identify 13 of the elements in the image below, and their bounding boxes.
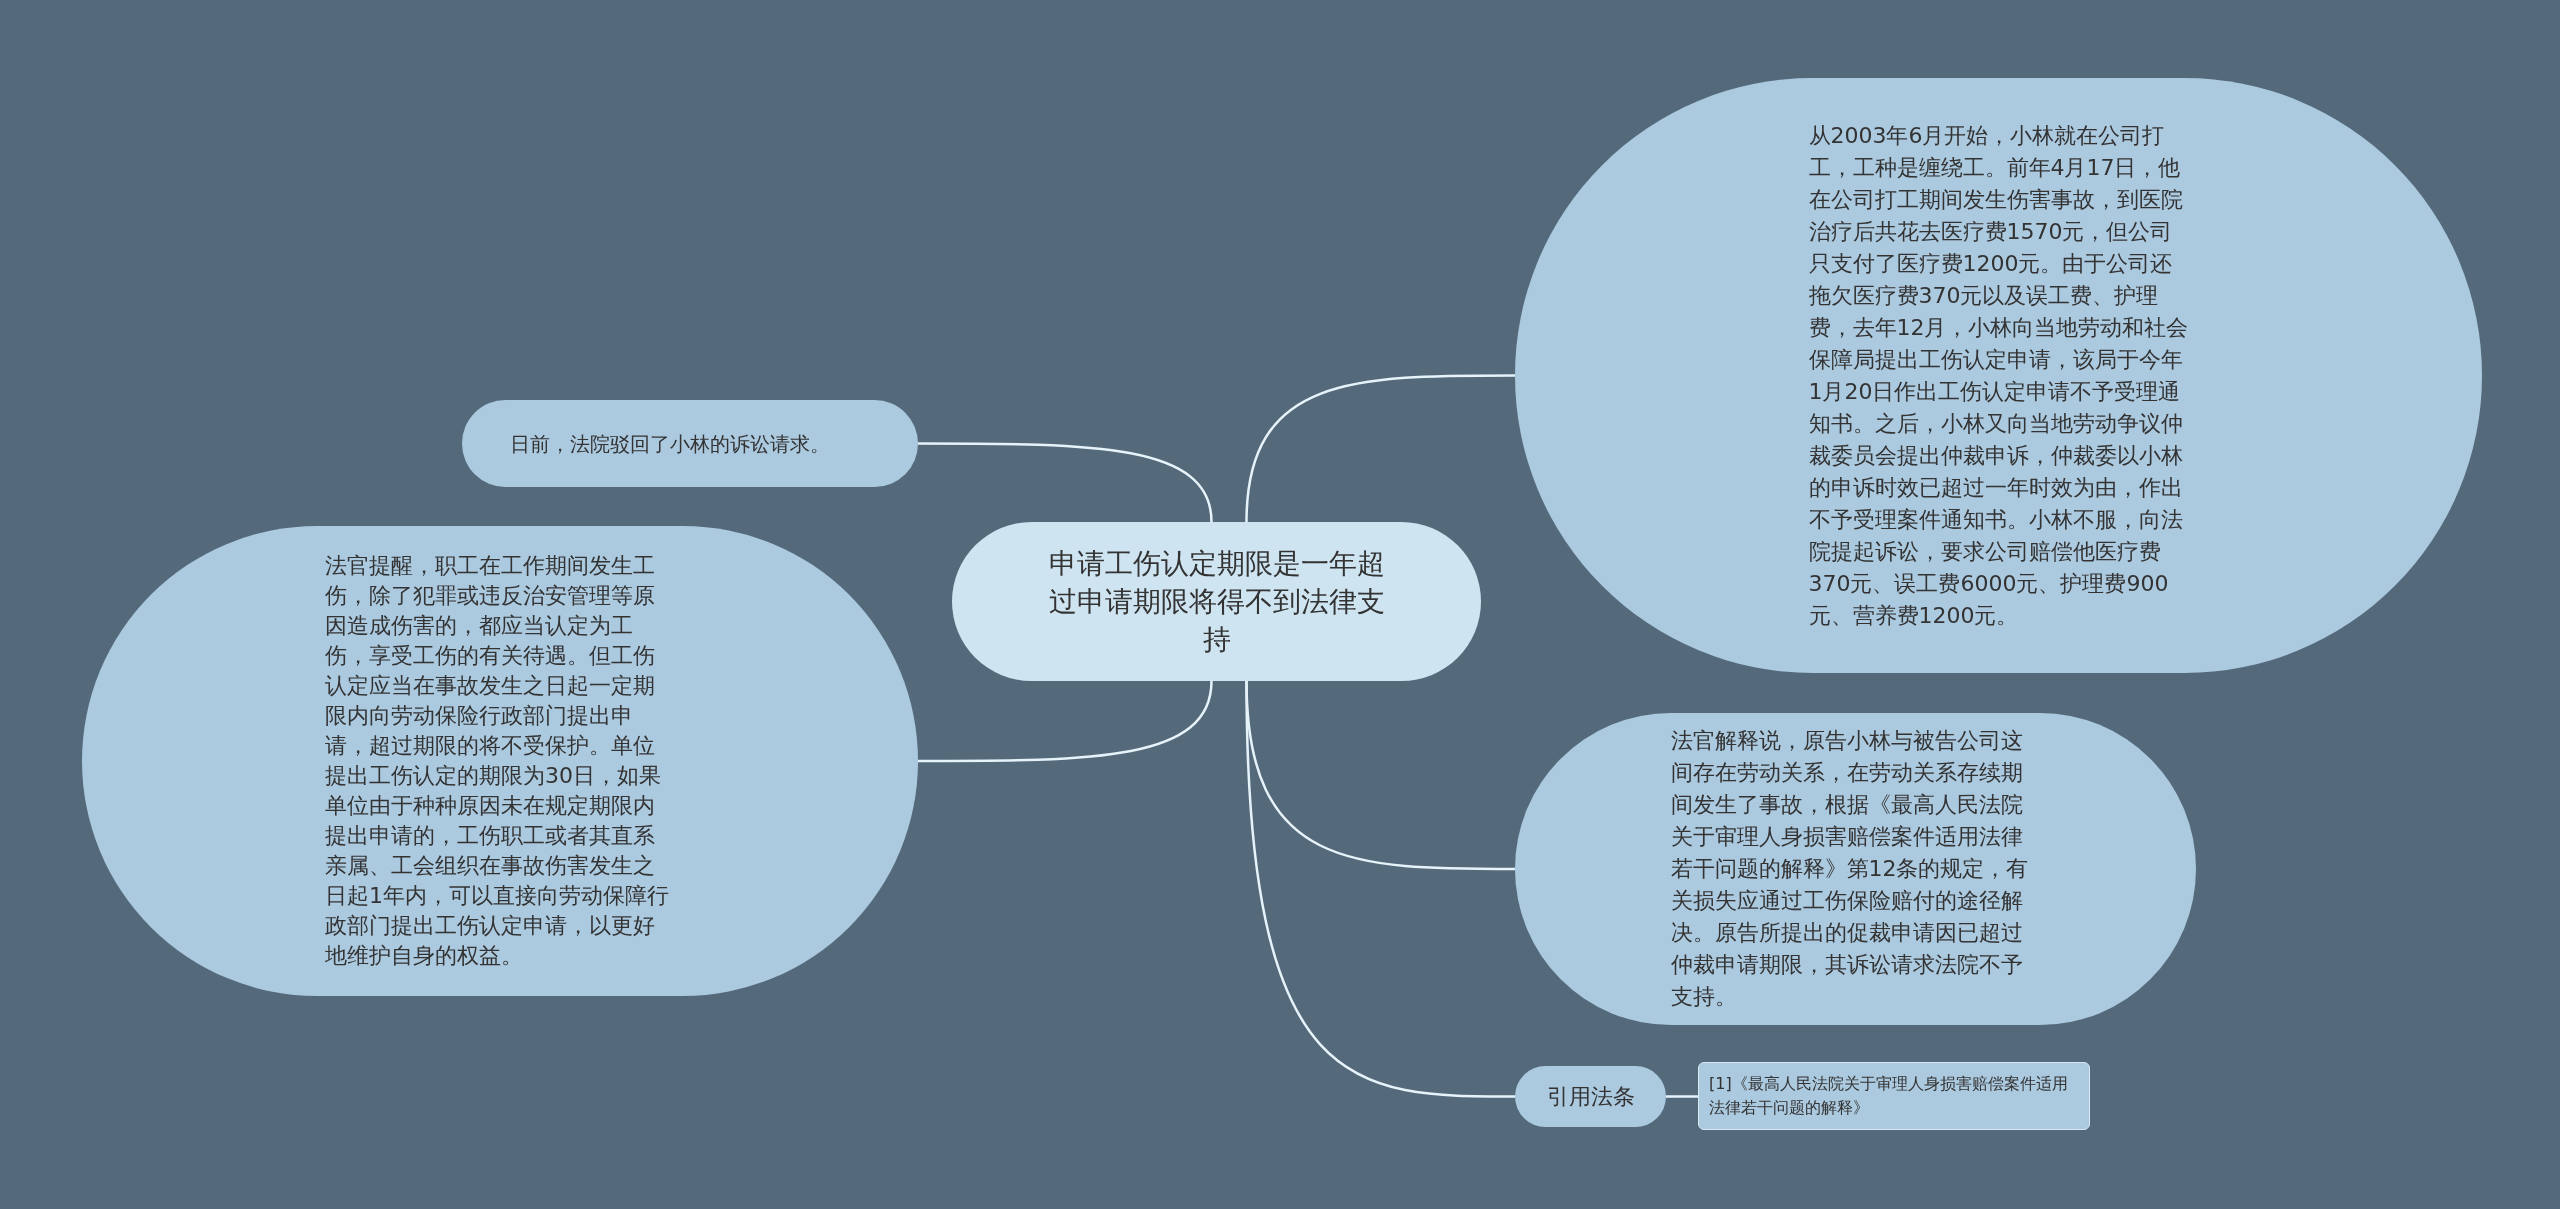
node-text: 法官提醒，职工在工作期间发生工伤，除了犯罪或违反治安管理等原因造成伤害的，都应当认定为工伤，享受工伤的有关待遇。但工伤认定应当在事故发生之日起一定期限内向劳动保险行政部门提出申请，超过期限的将不受保护。单位提出工伤认定的期限为30日，如果单位由于种种原因未在规定期限内提出申请的，工伤职工或者其直系亲属、工会组织在事故伤害发生之日起1年内，可以直接向劳动保障行政部门提出工伤认定申请，以更好地维护自身的权益。 <box>325 552 670 970</box>
node-text: 引用法条 <box>1545 1082 1636 1111</box>
connector-line <box>918 680 1213 763</box>
citation-box <box>1698 1062 2090 1130</box>
connector-line <box>918 442 1213 523</box>
node-text: 日前，法院驳回了小林的诉讼请求。 <box>510 430 831 458</box>
node-text: 法官解释说，原告小林与被告公司这间存在劳动关系，在劳动关系存续期间发生了事故，根据《最高人民法院关于审理人身损害赔偿案件适用法律若干问题的解释》第12条的规定，有关损失应通过工伤保险赔付的途径解决。原告所提出的促裁申请因已超过仲裁申请期限，其诉讼请求法院不予支持。 <box>1670 727 2030 1011</box>
node-text: 从2003年6月开始，小林就在公司打工，工种是缠绕工。前年4月17日，他在公司打工期间发生伤害事故，到医院治疗后共花去医疗费1570元，但公司只支付了医疗费1200元。由于公司还拖欠医疗费370元以及误工费、护理费，去年12月，小林向当地劳动和社会保障局提出工伤认定申请，该局于今年1月20日作出工伤认定申请不予受理通知书。之后，小林又向当地劳动争议仲裁委员会提出仲裁申诉，仲裁委以小林的申诉时效已超过一年时效为由，作出不予受理案件通知书。小林不服，向法院提起诉讼，要求公司赔偿他医疗费370元、误工费6000元、护理费900元、营养费1200元。 <box>1808 121 2189 630</box>
connector-line <box>1245 680 1515 1098</box>
connector-line <box>1245 374 1515 523</box>
node-text: 申请工伤认定期限是一年超过申请期限将得不到法律支持 <box>1047 545 1386 658</box>
node-text: [1]《最高人民法院关于审理人身损害赔偿案件适用法律若干问题的解释》 <box>1709 1073 2069 1119</box>
connector-line <box>1666 1095 1698 1098</box>
